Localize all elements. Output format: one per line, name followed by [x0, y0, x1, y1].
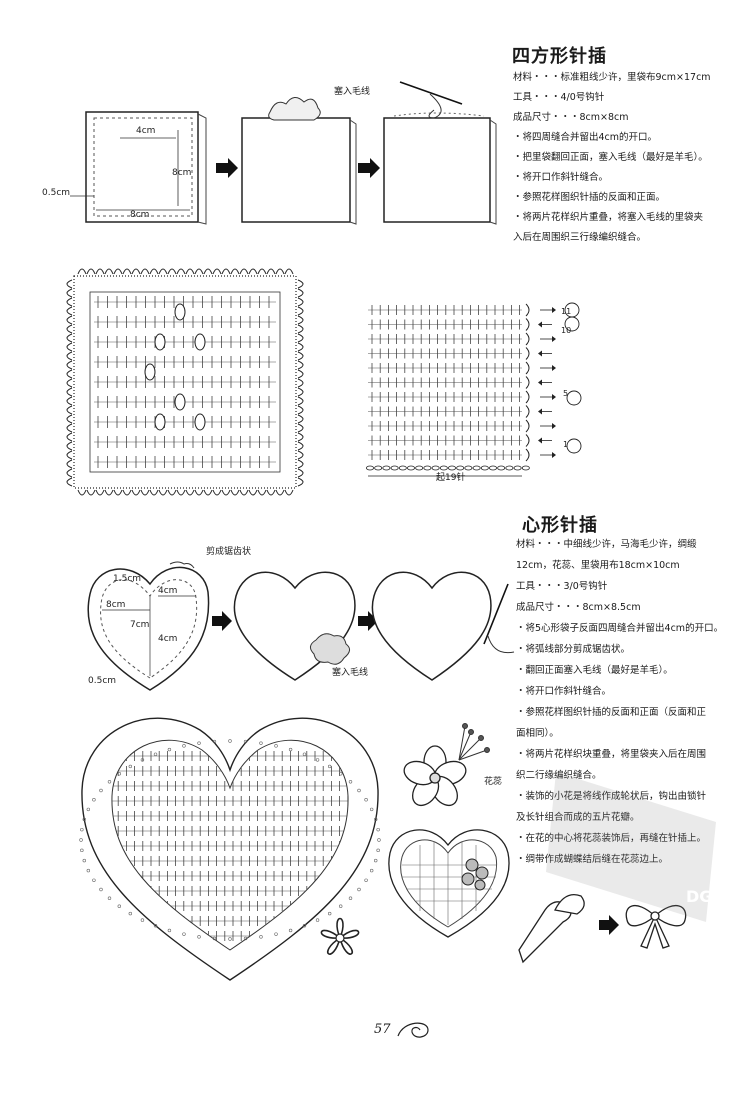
- square-line: ・将两片花样织片重叠，将塞入毛线的里袋夹: [513, 212, 704, 223]
- heart-line: 材料・・・中细线少许，马海毛少许，绸缎: [516, 539, 697, 550]
- closed-heart: [371, 571, 492, 681]
- heart-line: 成品尺寸・・・8cm×8.5cm: [516, 602, 641, 613]
- dim-1-5cm-label: 1.5cm: [113, 574, 142, 584]
- heart-line: 及长针组合而成的五片花瓣。: [516, 807, 723, 828]
- needle-icon: [399, 81, 463, 105]
- decorated-heart-illustration: [388, 829, 510, 938]
- stamen-label: 花蕊: [484, 777, 503, 787]
- yarn-stuffing: [310, 633, 350, 665]
- dim-0-5cm-label: 0.5cm: [88, 676, 117, 686]
- arrow-right-icon: [216, 158, 238, 178]
- ribbon-bow-illustration: [518, 893, 687, 964]
- stuff-yarn-label: 塞入毛线: [334, 87, 371, 97]
- arrow-right-icon: [212, 611, 232, 631]
- bow-icon: [625, 905, 687, 949]
- row-number-11: 11: [561, 307, 572, 316]
- heart-crochet-chart: [79, 717, 381, 981]
- dim-margin-label: 0.5cm: [42, 188, 71, 198]
- square-line: ・将开口作斜针缝合。: [513, 172, 609, 183]
- dim-4cm-bottom-label: 4cm: [158, 634, 178, 644]
- square-crochet-chart: [66, 268, 304, 496]
- row-crochet-chart: [365, 302, 582, 477]
- square-line: 成品尺寸・・・8cm×8cm: [513, 112, 629, 123]
- dim-8cm-label: 8cm: [106, 600, 126, 610]
- square-line: 入后在周围织三行缘编织缝合。: [513, 232, 647, 243]
- fabric-square: [85, 111, 199, 223]
- square-line: 工具・・・4/0号钩针: [513, 92, 605, 103]
- heart-title: 心形针插: [522, 515, 598, 536]
- heart-line: 织二行缘编织缝合。: [516, 765, 723, 786]
- heart-line: ・将两片花样织块重叠，将里袋夹入后在周围: [516, 749, 707, 760]
- yarn-stuffing: [268, 97, 321, 121]
- dim-7cm-label: 7cm: [130, 620, 150, 630]
- heart-line: ・将开口作斜针缝合。: [516, 686, 612, 697]
- page-number: 57: [374, 1022, 391, 1037]
- watermark-logo: DG: [546, 772, 716, 922]
- heart-line: ・绸带作成蝴蝶结后缝在花蕊边上。: [516, 849, 723, 870]
- square-line: ・参照花样图织针插的反面和正面。: [513, 192, 666, 203]
- dim-4cm-label: 4cm: [136, 126, 156, 136]
- pillow-open: [241, 117, 351, 223]
- fabric-heart: [87, 566, 210, 691]
- square-instructions: 材料・・・标准粗线少许，里袋布9cm×17cm 工具・・・4/0号钩针 成品尺寸…: [513, 68, 711, 248]
- arrow-right-icon: [599, 915, 619, 935]
- row-number-1: 1: [563, 440, 569, 449]
- pillow-closed: [383, 117, 491, 223]
- page-ornament: [397, 1022, 429, 1038]
- start-chain-label: 起19针: [436, 473, 466, 483]
- heart-stuff-yarn-label: 塞入毛线: [332, 668, 369, 678]
- heart-line: ・将5心形袋子反面四周缝合并留出4cm的开口。: [516, 623, 724, 634]
- dim-4cm-top-label: 4cm: [158, 586, 178, 596]
- square-line: 材料・・・标准粗线少许，里袋布9cm×17cm: [513, 72, 711, 83]
- heart-line: ・翻回正面塞入毛线（最好是羊毛）。: [516, 665, 673, 676]
- watermark-text: DG: [686, 887, 712, 906]
- heart-line: 12cm，花蕊、里袋用布18cm×10cm: [516, 560, 680, 571]
- dim-8cm-width-label: 8cm: [130, 210, 150, 220]
- square-line: ・将四周缝合并留出4cm的开口。: [513, 132, 658, 143]
- needle-icon: [483, 583, 509, 645]
- heart-line: ・在花的中心将花蕊装饰后，再缝在针插上。: [516, 828, 723, 849]
- heart-line: ・装饰的小花是将线作成轮状后，钩出由锁针: [516, 786, 723, 807]
- flower-motif-chart: [320, 917, 360, 955]
- heart-line: 面相同）。: [516, 728, 559, 739]
- square-steps-illustration: [70, 81, 497, 225]
- heart-instructions: 材料・・・中细线少许，马海毛少许，绸缎 12cm，花蕊、里袋用布18cm×10c…: [516, 534, 723, 870]
- dim-8cm-height-label: 8cm: [172, 168, 192, 178]
- cut-zigzag-label: 剪成锯齿状: [206, 547, 252, 557]
- heart-line: 工具・・・3/0号钩针: [516, 581, 608, 592]
- heart-line: ・将弧线部分剪成锯齿状。: [516, 644, 631, 655]
- flower-stamen-illustration: [403, 723, 490, 807]
- arrow-right-icon: [358, 158, 380, 178]
- square-line: ・把里袋翻回正面，塞入毛线（最好是羊毛）。: [513, 152, 708, 163]
- heart-steps-illustration: [87, 561, 515, 691]
- row-number-5: 5: [563, 389, 569, 398]
- square-title: 四方形针插: [512, 46, 607, 67]
- heart-line: ・参照花样图织针插的反面和正面（反面和正: [516, 707, 707, 718]
- row-number-10: 10: [561, 326, 572, 335]
